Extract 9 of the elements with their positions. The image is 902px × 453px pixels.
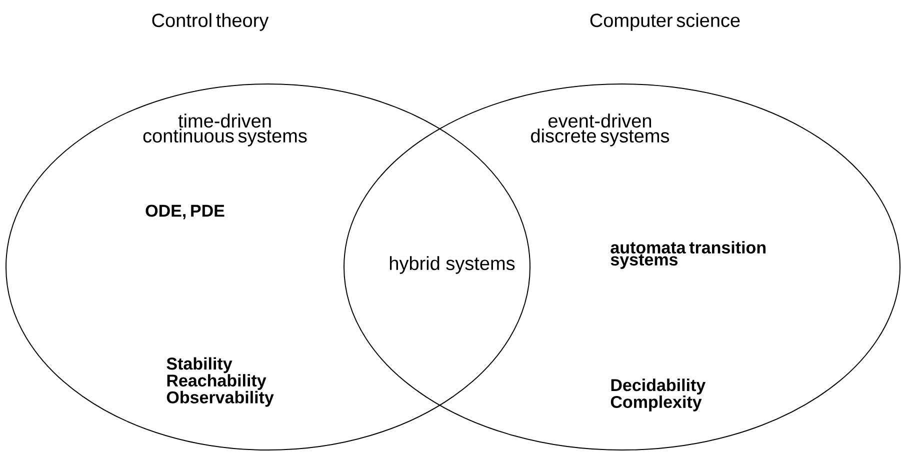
topic-text: automata transition systems bbox=[610, 241, 766, 269]
heading: Control theory bbox=[152, 13, 269, 31]
topic-text: Stability Reachability Observability bbox=[166, 357, 274, 407]
subheading: time-driven continuous systems bbox=[143, 114, 307, 146]
topic-text: ODE, PDE bbox=[146, 204, 224, 220]
heading: Computer science bbox=[590, 13, 740, 31]
region-label: hybrid systems bbox=[390, 256, 515, 274]
topic-text: Decidability Complexity bbox=[610, 378, 706, 412]
subheading: event-driven discrete systems bbox=[531, 114, 670, 146]
